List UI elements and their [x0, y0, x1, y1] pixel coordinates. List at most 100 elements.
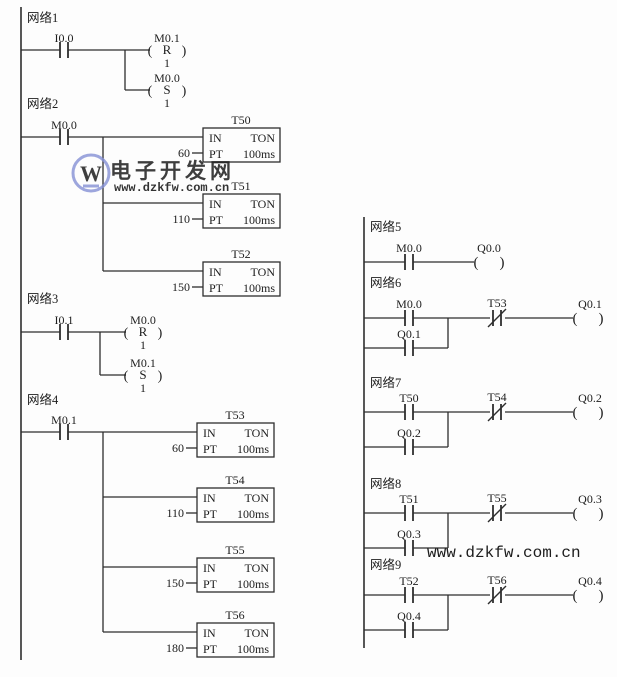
network-label: 网络3	[27, 291, 58, 306]
coil-paren: )	[599, 311, 604, 327]
coil-address: Q0.1	[578, 297, 602, 311]
coil-paren: (	[573, 311, 578, 327]
coil-op-letter: S	[163, 82, 170, 97]
contact-label: M0.0	[396, 297, 422, 311]
timer-base-label: 100ms	[237, 442, 269, 456]
timer-in-label: IN	[209, 131, 222, 145]
coil-paren: )	[182, 84, 187, 99]
timer-base-label: 100ms	[243, 213, 275, 227]
timer-preset-value: 60	[172, 441, 184, 455]
nc-slash	[487, 308, 507, 328]
coil-address: M0.0	[130, 313, 156, 327]
timer-title: T51	[231, 179, 250, 193]
timer-pt-label: PT	[209, 213, 224, 227]
timer-type-label: TON	[245, 491, 270, 505]
timer-box	[196, 422, 275, 458]
nc-contact-label: T54	[487, 390, 506, 404]
coil-paren: (	[148, 44, 153, 59]
timer-in-label: IN	[209, 197, 222, 211]
coil-paren: )	[158, 369, 163, 384]
coil-paren: )	[599, 405, 604, 421]
nc-contact-label: T53	[487, 296, 506, 310]
coil-count: 1	[140, 381, 146, 395]
coil-paren: (	[124, 326, 129, 341]
contact-label: M0.1	[51, 413, 77, 427]
timer-preset-value: 110	[166, 506, 184, 520]
coil-paren: )	[500, 255, 505, 271]
timer-pt-label: PT	[203, 507, 218, 521]
coil-paren: )	[158, 326, 163, 341]
timer-type-label: TON	[251, 265, 276, 279]
timer-pt-label: PT	[203, 442, 218, 456]
timer-base-label: 100ms	[237, 642, 269, 656]
contact-label: Q0.4	[397, 609, 421, 623]
nc-slash	[487, 585, 507, 605]
timer-preset-value: 180	[166, 641, 184, 655]
network-label: 网络1	[27, 10, 58, 25]
timer-preset-value: 150	[172, 280, 190, 294]
contact-label: M0.0	[396, 241, 422, 255]
timer-title: T52	[231, 247, 250, 261]
timer-title: T54	[225, 473, 244, 487]
timer-base-label: 100ms	[243, 147, 275, 161]
network-label: 网络9	[370, 557, 401, 572]
coil-paren: (	[474, 255, 479, 271]
timer-preset-value: 150	[166, 576, 184, 590]
timer-in-label: IN	[203, 426, 216, 440]
coil-paren: )	[182, 44, 187, 59]
contact-label: M0.0	[51, 118, 77, 132]
network-label: 网络7	[370, 375, 401, 390]
coil-count: 1	[164, 56, 170, 70]
coil-address: Q0.4	[578, 574, 602, 588]
network-label: 网络2	[27, 96, 58, 111]
timer-pt-label: PT	[209, 281, 224, 295]
coil-address: M0.0	[154, 71, 180, 85]
timer-preset-value: 110	[172, 212, 190, 226]
watermark-site-name: 电子开发网	[110, 159, 235, 183]
timer-base-label: 100ms	[237, 507, 269, 521]
timer-box	[202, 193, 281, 229]
coil-address: M0.1	[154, 31, 180, 45]
coil-address: Q0.2	[578, 391, 602, 405]
coil-paren: (	[124, 369, 129, 384]
coil-paren: (	[573, 506, 578, 522]
timer-title: T55	[225, 543, 244, 557]
coil-address: Q0.3	[578, 492, 602, 506]
timer-box	[196, 487, 275, 523]
coil-count: 1	[164, 96, 170, 110]
timer-base-label: 100ms	[243, 281, 275, 295]
coil-paren: )	[599, 588, 604, 604]
timer-preset-value: 60	[178, 146, 190, 160]
timer-in-label: IN	[203, 491, 216, 505]
network-label: 网络6	[370, 275, 401, 290]
nc-contact-label: T55	[487, 491, 506, 505]
coil-address: M0.1	[130, 356, 156, 370]
timer-box	[202, 127, 281, 163]
timer-type-label: TON	[245, 626, 270, 640]
contact-label: T51	[399, 492, 418, 506]
network-label: 网络4	[27, 392, 59, 407]
timer-type-label: TON	[251, 197, 276, 211]
contact-label: Q0.1	[397, 327, 421, 341]
timer-pt-label: PT	[209, 147, 224, 161]
nc-slash	[487, 503, 507, 523]
coil-paren: (	[573, 588, 578, 604]
watermark-green-url: www.dzkfw.com.cn	[427, 544, 581, 562]
watermark-logo-letter: W	[80, 161, 102, 186]
timer-pt-label: PT	[203, 577, 218, 591]
timer-type-label: TON	[251, 131, 276, 145]
contact-label: T50	[399, 391, 418, 405]
coil-count: 1	[140, 338, 146, 352]
timer-in-label: IN	[209, 265, 222, 279]
timer-type-label: TON	[245, 561, 270, 575]
nc-slash	[487, 402, 507, 422]
coil-address: Q0.0	[477, 241, 501, 255]
coil-op-letter: R	[163, 42, 172, 57]
coil-op-letter: R	[139, 324, 148, 339]
timer-box	[202, 261, 281, 297]
network-label: 网络5	[370, 219, 401, 234]
contact-label: Q0.2	[397, 426, 421, 440]
contact-label: I0.0	[55, 31, 74, 45]
